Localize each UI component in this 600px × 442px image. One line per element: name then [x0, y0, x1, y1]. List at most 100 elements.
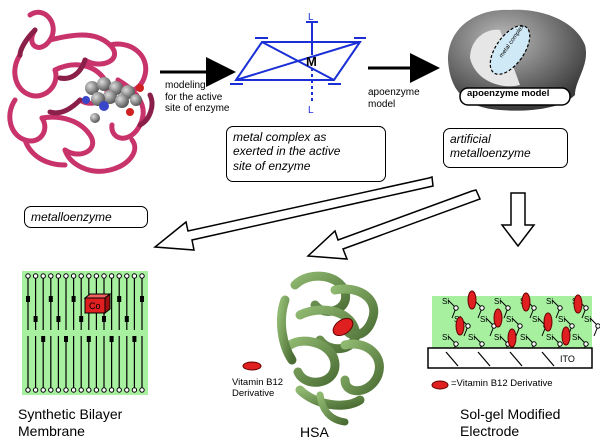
ligand-bottom: L	[308, 105, 314, 116]
metal-complex-box: metal complex as exerted in the active s…	[226, 126, 386, 182]
lipid-head	[139, 387, 145, 393]
lipid-link	[140, 296, 144, 302]
oxygen-node	[583, 341, 589, 347]
solgel-vitamin-b12	[507, 328, 517, 348]
lipid-head	[63, 273, 69, 279]
lipid-head	[101, 273, 107, 279]
lipid-link	[48, 296, 53, 302]
lipid-head	[124, 387, 130, 393]
si-label: Si	[506, 315, 513, 324]
lipid-head	[78, 273, 84, 279]
si-label: Si	[494, 333, 501, 342]
si-label: Si	[468, 333, 475, 342]
si-label: Si	[480, 315, 487, 324]
solgel-vitamin-b12	[455, 316, 465, 336]
metalloenzyme-structure	[7, 10, 155, 174]
lipid-link	[109, 336, 114, 342]
oxygen-node	[595, 323, 600, 329]
lipid-link	[86, 336, 91, 342]
lipid-head	[78, 387, 84, 393]
lipid-link	[102, 316, 106, 322]
lipid-head	[139, 273, 145, 279]
vitamin-legend-label: =Vitamin B12 Derivative	[451, 378, 553, 389]
lipid-head	[116, 273, 122, 279]
si-label: Si	[558, 315, 565, 324]
oxygen-node	[453, 305, 459, 311]
si-label: Si	[442, 297, 449, 306]
si-label: Si	[442, 333, 449, 342]
lipid-head	[32, 387, 39, 393]
apoenzyme-model-label: apoenzyme model	[467, 88, 550, 99]
apoenzyme-arrow-label: apoenzyme model	[368, 87, 420, 110]
lipid-head	[131, 387, 138, 393]
legend-vitamin-marker	[431, 380, 449, 390]
lipid-head	[93, 387, 100, 393]
solgel-electrode: SiSiSiSiSiSiSiSiSiSiSiSiSiSiSiSiSiSi	[427, 290, 600, 369]
oxygen-node	[479, 305, 485, 311]
lipid-link	[41, 336, 46, 342]
si-label: Si	[584, 315, 591, 324]
si-label: Si	[532, 315, 539, 324]
cobalt-label: Co	[89, 301, 101, 311]
heme-cofactor	[82, 77, 144, 123]
solgel-vitamin-b12	[561, 326, 571, 346]
modeling-label: modeling for the active site of enzyme	[165, 80, 230, 114]
apoenzyme-model-badge	[459, 87, 571, 106]
solgel-vitamin-b12	[521, 292, 531, 312]
lipid-head	[116, 387, 122, 393]
lipid-link	[26, 296, 30, 302]
oxygen-node	[517, 323, 523, 329]
lipid-head	[93, 273, 100, 279]
oxygen-node	[505, 305, 511, 311]
metal-complex-structure	[230, 21, 366, 102]
lipid-head	[70, 273, 77, 279]
lipid-head	[63, 387, 69, 393]
artificial-metalloenzyme-box: artificial metalloenzyme	[443, 128, 568, 168]
solgel-vitamin-b12	[467, 290, 477, 310]
si-label: Si	[546, 297, 553, 306]
lipid-head	[101, 387, 107, 393]
bilayer-caption: Synthetic Bilayer Membrane	[18, 406, 123, 439]
lipid-head	[48, 387, 54, 393]
lipid-head	[55, 387, 62, 393]
hollow-arrows	[153, 175, 536, 260]
vitamin-b12-marker	[242, 361, 262, 371]
oxygen-node	[453, 341, 459, 347]
oxygen-node	[531, 341, 537, 347]
oxygen-node	[557, 341, 563, 347]
lipid-head	[131, 273, 138, 279]
si-label: Si	[546, 333, 553, 342]
lipid-link	[132, 336, 137, 342]
lipid-link	[124, 316, 129, 322]
metalloenzyme-box: metalloenzyme	[24, 206, 148, 228]
si-label: Si	[572, 333, 579, 342]
si-label: Si	[494, 297, 501, 306]
lipid-head	[108, 273, 115, 279]
hsa-structure	[276, 271, 384, 426]
lipid-head	[48, 273, 54, 279]
lipid-head	[55, 273, 62, 279]
lipid-link	[79, 316, 84, 322]
oxygen-node	[569, 323, 575, 329]
lipid-head	[86, 273, 92, 279]
hsa-caption: HSA	[300, 424, 329, 440]
oxygen-node	[557, 305, 563, 311]
lipid-head	[70, 387, 77, 393]
oxygen-node	[465, 323, 471, 329]
lipid-head	[32, 273, 39, 279]
lipid-head	[108, 387, 115, 393]
lipid-head	[25, 273, 31, 279]
lipid-link	[71, 296, 76, 302]
lipid-head	[86, 387, 92, 393]
lipid-link	[33, 316, 38, 322]
ligand-top: L	[308, 12, 314, 23]
lipid-link	[56, 316, 61, 322]
lipid-head	[25, 387, 31, 393]
oxygen-node	[531, 305, 537, 311]
lipid-link	[117, 296, 122, 302]
solgel-vitamin-b12	[573, 294, 583, 314]
solgel-caption: Sol-gel Modified Electrode	[460, 406, 561, 439]
solgel-vitamin-b12	[493, 308, 503, 328]
solgel-vitamin-b12	[543, 312, 553, 332]
